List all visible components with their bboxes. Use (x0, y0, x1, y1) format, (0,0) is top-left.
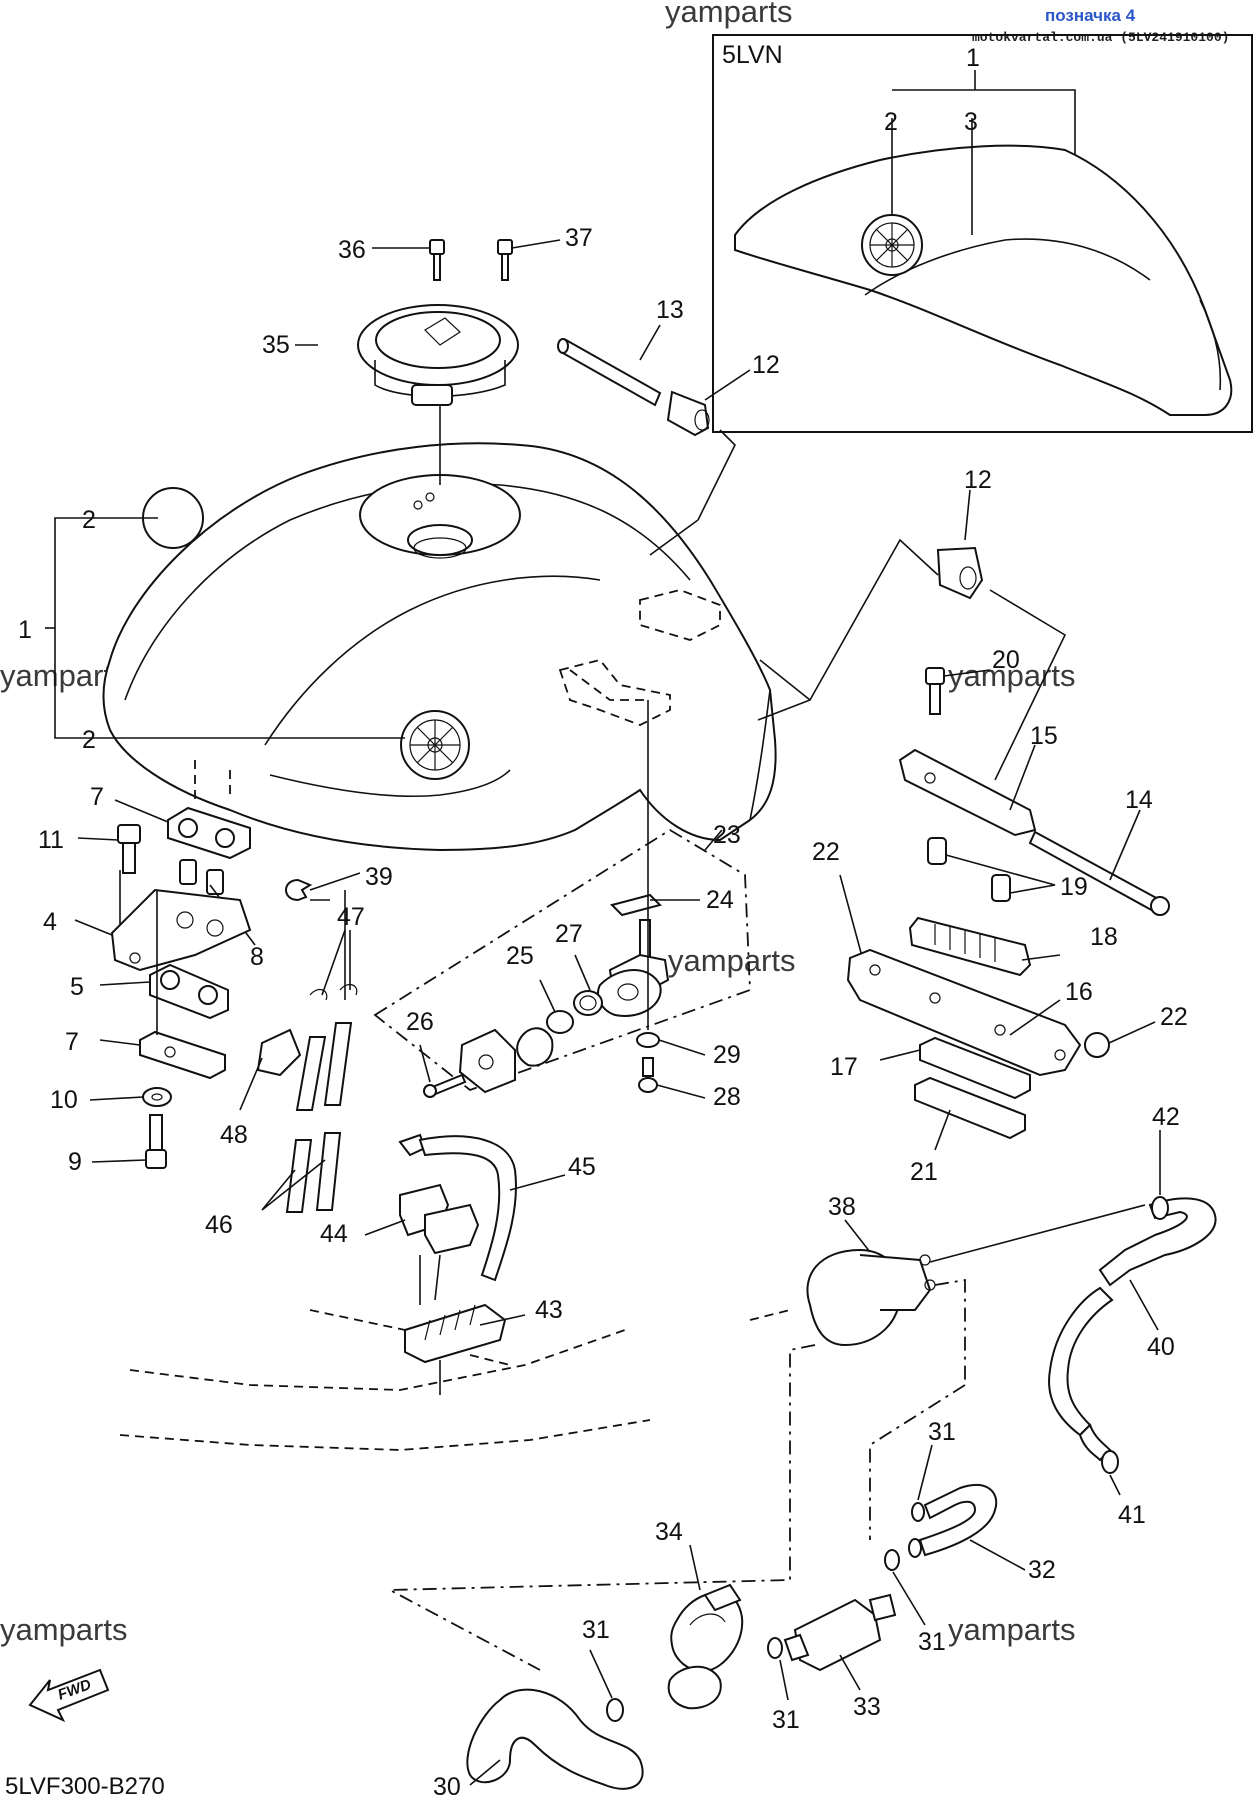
frame-outline (119, 1309, 791, 1451)
callout-22-right: 22 (1160, 1003, 1188, 1031)
callout-46: 46 (205, 1211, 233, 1239)
diagram-code: 5LVF300-B270 (5, 1773, 165, 1800)
callout-1-tank: 1 (18, 616, 32, 644)
callout-12-top: 12 (752, 351, 780, 379)
callout-32: 32 (1028, 1556, 1056, 1584)
watermark-bottom-right: yamparts (948, 1612, 1075, 1647)
callout-44: 44 (320, 1220, 348, 1248)
watermark-center: yamparts (668, 943, 795, 978)
callout-22-left: 22 (812, 838, 840, 866)
callout-45: 45 (568, 1153, 596, 1181)
callout-14: 14 (1125, 786, 1153, 814)
inset-model-code: 5LVN (722, 41, 783, 69)
callout-48: 48 (220, 1121, 248, 1149)
callout-8: 8 (250, 943, 264, 971)
source-line: motokvartal.com.ua (5LV241910100) (972, 30, 1229, 45)
callout-35: 35 (262, 331, 290, 359)
callout-12-right: 12 (964, 466, 992, 494)
callout-4: 4 (43, 908, 57, 936)
callout-29: 29 (713, 1041, 741, 1069)
callout-11: 11 (38, 826, 64, 854)
callout-23: 23 (713, 821, 741, 849)
callout-inset-3: 3 (964, 108, 978, 136)
callout-16: 16 (1065, 978, 1093, 1006)
callout-17: 17 (830, 1053, 858, 1081)
callout-25: 25 (506, 942, 534, 970)
pipe-and-damper-top: 13 12 (557, 296, 780, 556)
fuel-filter-33: 33 31 (767, 1593, 897, 1734)
hose-32-assembly: 31 32 31 (884, 1418, 1056, 1656)
callout-13: 13 (656, 296, 684, 324)
hose-30-assembly: 31 30 (433, 1616, 644, 1800)
front-mount-assembly: 7 11 8 4 5 7 10 9 (38, 760, 264, 1176)
callout-2-tank-side: 2 (82, 726, 96, 754)
fuel-tank: 2 1 2 (18, 442, 777, 852)
callout-37: 37 (565, 224, 593, 252)
callout-21: 21 (910, 1158, 938, 1186)
callout-42: 42 (1152, 1103, 1180, 1131)
holder-34: 34 (655, 1518, 744, 1710)
callout-43: 43 (535, 1296, 563, 1324)
watermark-top: yamparts (665, 0, 792, 29)
callout-27: 27 (555, 920, 583, 948)
callout-15: 15 (1030, 722, 1058, 750)
callout-5: 5 (70, 973, 84, 1001)
callout-39: 39 (365, 863, 393, 891)
callout-34: 34 (655, 1518, 683, 1546)
fwd-arrow: FWD (28, 1668, 110, 1723)
watermark-bottom-left: yamparts (0, 1612, 127, 1647)
callout-inset-1: 1 (966, 44, 980, 72)
fuel-pump-assembly: 38 (386, 1193, 1146, 1671)
callout-33: 33 (853, 1693, 881, 1721)
callout-40: 40 (1147, 1333, 1175, 1361)
callout-31-mid: 31 (772, 1706, 800, 1734)
callout-38: 38 (828, 1193, 856, 1221)
callout-31-left: 31 (582, 1616, 610, 1644)
watermark-right: yamparts (948, 658, 1075, 693)
badge-label: позначка 4 (1045, 6, 1136, 25)
callout-26: 26 (406, 1008, 434, 1036)
hoses-and-clips-left: 39 47 46 48 (205, 863, 393, 1239)
callout-24: 24 (706, 886, 734, 914)
hose-40-assembly: 42 40 41 (1048, 1103, 1217, 1529)
fuel-cock-assembly: 23 24 25 27 26 29 28 (373, 669, 751, 1111)
callout-9: 9 (68, 1148, 82, 1176)
callout-31-right: 31 (918, 1628, 946, 1656)
callout-2-tank-top: 2 (82, 506, 96, 534)
callout-31-upper: 31 (928, 1418, 956, 1446)
callout-6: 7 (90, 783, 104, 811)
callout-28: 28 (713, 1083, 741, 1111)
callout-7: 7 (65, 1028, 79, 1056)
callout-10: 10 (50, 1086, 78, 1114)
callout-19: 19 (1060, 873, 1088, 901)
callout-18: 18 (1090, 923, 1118, 951)
rear-mount-assembly: 12 20 15 14 19 18 22 (757, 466, 1188, 1186)
callout-41: 41 (1118, 1501, 1146, 1529)
fuel-cap-assembly: 35 36 37 (262, 224, 593, 485)
protector-assembly: 45 44 43 (309, 1133, 596, 1395)
callout-47: 47 (337, 903, 365, 931)
callout-36: 36 (338, 236, 366, 264)
callout-20: 20 (992, 646, 1020, 674)
callout-30: 30 (433, 1773, 461, 1800)
inset-5lvn: 5LVN 1 2 3 (712, 34, 1253, 433)
callout-inset-2: 2 (884, 108, 898, 136)
